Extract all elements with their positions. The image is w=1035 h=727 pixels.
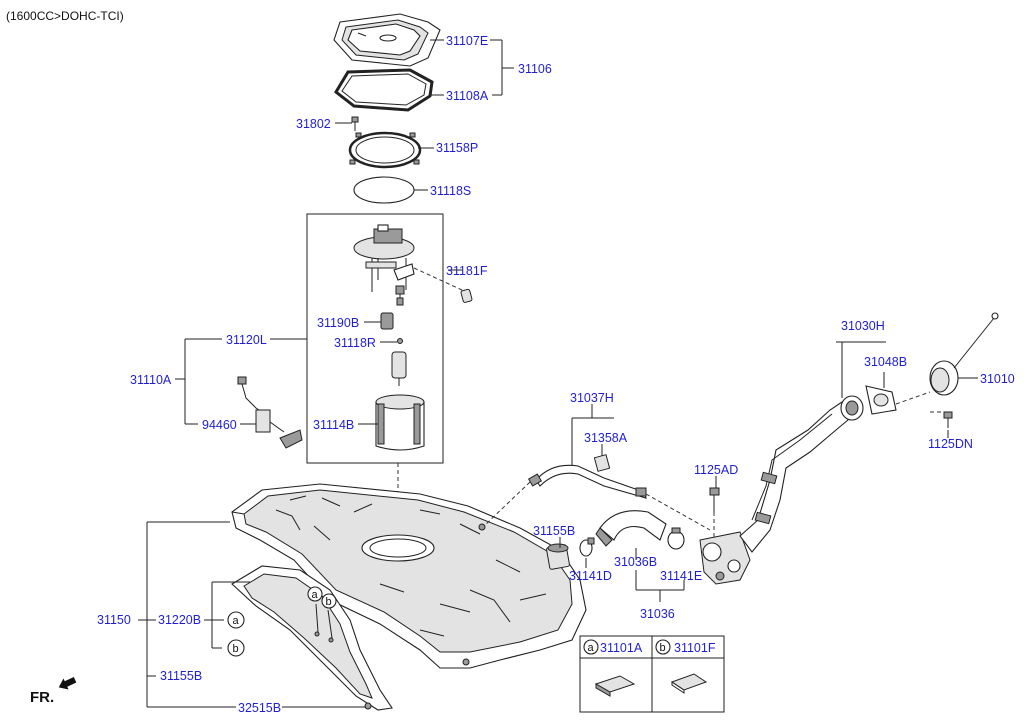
reservoir-31114B-drawing	[358, 394, 425, 451]
heat-shield-drawing	[231, 565, 393, 711]
callout-b-shield: b	[321, 593, 337, 609]
label-1125AD[interactable]: 1125AD	[694, 463, 738, 477]
bolt-1125DN-drawing	[930, 411, 953, 428]
leaders-top	[335, 39, 514, 191]
label-31110A[interactable]: 31110A	[130, 373, 172, 387]
label-31358A[interactable]: 31358A	[584, 431, 628, 445]
regulator-31190B-drawing	[364, 312, 394, 330]
label-31181F[interactable]: 31181F	[446, 264, 488, 278]
pump-flange-drawing	[353, 224, 415, 306]
label-31036[interactable]: 31036	[640, 607, 675, 621]
gasket-31108A-drawing	[334, 68, 434, 112]
label-32515B[interactable]: 32515B	[238, 701, 281, 715]
front-arrow-icon	[58, 677, 77, 690]
fuel-tank-drawing	[231, 483, 587, 669]
engine-caption: (1600CC>DOHC-TCI)	[6, 9, 124, 23]
filler-hose-31036B-drawing	[595, 510, 667, 547]
label-31107E[interactable]: 31107E	[446, 34, 488, 48]
label-31030H[interactable]: 31030H	[841, 319, 885, 333]
label-31155B-bottom[interactable]: 31155B	[160, 669, 202, 683]
cap-31010-drawing	[895, 312, 999, 405]
vent-hose-31037H-drawing	[483, 454, 711, 531]
label-31150[interactable]: 31150	[97, 613, 131, 627]
bolt-31802-drawing	[351, 116, 359, 131]
cover-31107E-drawing	[333, 13, 441, 67]
legend-a-marker: a	[588, 642, 595, 654]
callout-a-list: a	[227, 611, 245, 629]
callout-b-list: b	[227, 639, 245, 657]
label-1125DN[interactable]: 1125DN	[928, 437, 973, 451]
legend-b-marker: b	[660, 642, 666, 654]
sender-94460-drawing	[237, 376, 303, 449]
label-31037H[interactable]: 31037H	[570, 391, 614, 405]
leaders-31150	[138, 521, 366, 708]
bolt-1125AD-drawing	[709, 487, 720, 540]
label-31141D[interactable]: 31141D	[569, 569, 612, 583]
front-indicator-label: FR.	[30, 689, 54, 706]
svg-text:b: b	[233, 643, 239, 655]
label-31108A[interactable]: 31108A	[446, 89, 489, 103]
label-31036B[interactable]: 31036B	[614, 555, 657, 569]
label-31120L[interactable]: 31120L	[226, 333, 267, 347]
legend-part-31101F[interactable]: 31101F	[674, 641, 716, 655]
oring-31118R-drawing	[380, 338, 403, 344]
leaders-31110A	[175, 338, 307, 425]
label-31220B[interactable]: 31220B	[158, 613, 201, 627]
label-31158P[interactable]: 31158P	[436, 141, 478, 155]
legend-part-31101A[interactable]: 31101A	[600, 641, 643, 655]
callout-a-shield: a	[307, 586, 323, 602]
clamp-31141E-drawing	[667, 527, 685, 550]
rubber-31155B-drawing	[546, 543, 570, 570]
label-31114B[interactable]: 31114B	[313, 418, 354, 432]
leaders-31037H	[571, 404, 614, 466]
legend-table: a b	[579, 635, 725, 713]
label-31048B[interactable]: 31048B	[864, 355, 907, 369]
label-31802[interactable]: 31802	[296, 117, 331, 131]
label-31010[interactable]: 31010	[980, 372, 1015, 386]
label-31106[interactable]: 31106	[518, 62, 552, 76]
label-31190B[interactable]: 31190B	[317, 316, 359, 330]
filler-pipe-drawing	[699, 385, 897, 585]
filter-31181F-drawing	[413, 267, 473, 303]
label-94460[interactable]: 94460	[202, 418, 237, 432]
clamp-31141D-drawing	[579, 537, 595, 557]
label-31118S[interactable]: 31118S	[430, 184, 471, 198]
label-31118R[interactable]: 31118R	[334, 336, 376, 350]
lock-ring-31158P-drawing	[348, 131, 422, 169]
svg-text:b: b	[326, 596, 332, 608]
leaders-31036	[559, 341, 978, 602]
label-31141E[interactable]: 31141E	[660, 569, 702, 583]
svg-text:a: a	[312, 589, 319, 601]
label-31155B-top[interactable]: 31155B	[533, 524, 575, 538]
pump-motor-drawing	[391, 351, 407, 386]
seal-31118S-drawing	[353, 176, 415, 204]
svg-text:a: a	[233, 615, 240, 627]
